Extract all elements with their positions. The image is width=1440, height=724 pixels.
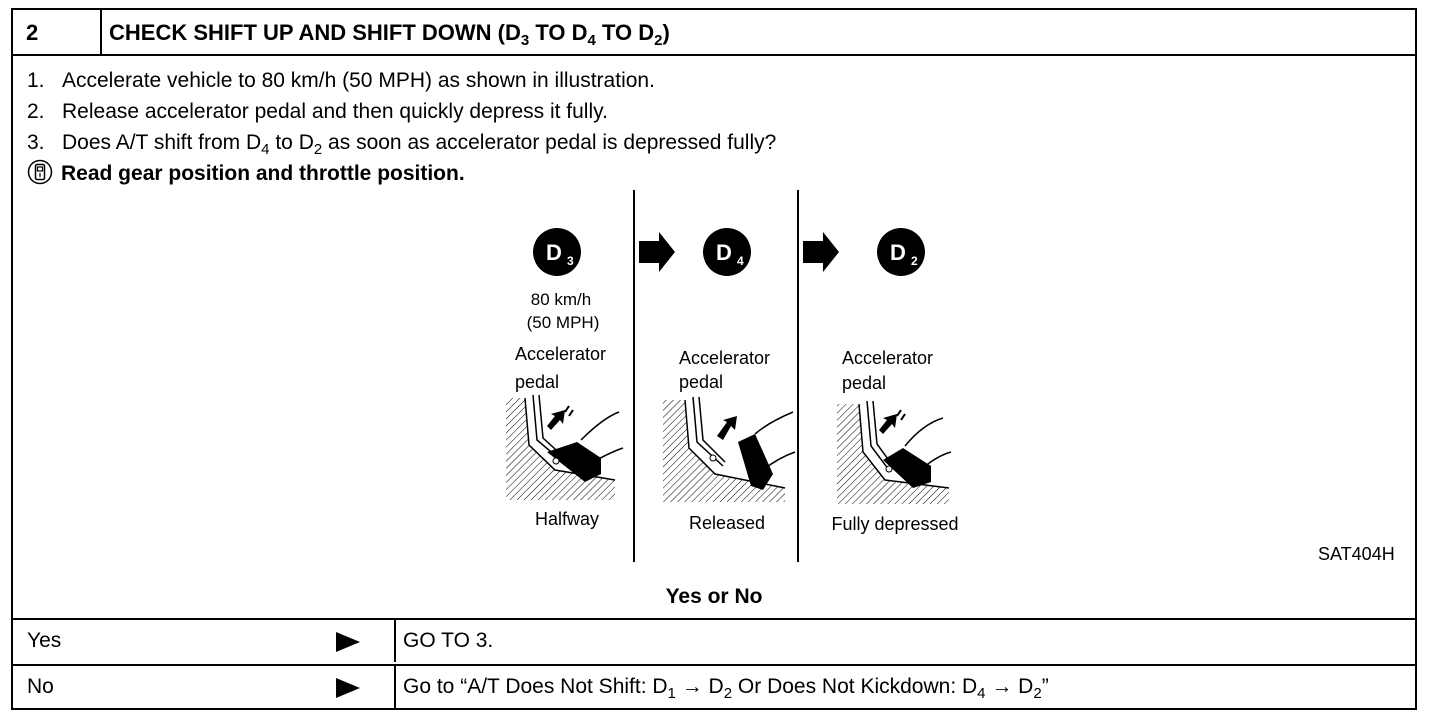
- column-divider: [394, 666, 396, 708]
- consult-monitor-icon: [27, 159, 53, 185]
- speed-label: (50 MPH): [527, 313, 600, 332]
- svg-text:D: D: [546, 240, 562, 265]
- state-label: Halfway: [535, 509, 599, 529]
- answer-row-yes: Yes GO TO 3.: [13, 618, 1415, 662]
- diagnostic-procedure-table: 2 CHECK SHIFT UP AND SHIFT DOWN (D3 TO D…: [11, 8, 1417, 710]
- svg-text:D: D: [716, 240, 732, 265]
- gear-d3-badge: D 3: [533, 228, 581, 276]
- pedal-label: pedal: [679, 372, 723, 392]
- step-2: 2.Release accelerator pedal and then qui…: [27, 100, 608, 123]
- right-arrow-icon: [803, 232, 839, 272]
- svg-text:3: 3: [567, 254, 574, 268]
- pedal-fully-depressed-drawing: [837, 400, 952, 504]
- note-line: Read gear position and throttle position…: [27, 158, 776, 189]
- procedure-steps: 1.Accelerate vehicle to 80 km/h (50 MPH)…: [27, 65, 776, 189]
- pedal-label: Accelerator: [515, 344, 606, 364]
- figure-code: SAT404H: [1318, 544, 1395, 564]
- svg-text:D: D: [890, 240, 906, 265]
- answer-yes-action: GO TO 3.: [403, 629, 494, 652]
- pedal-label: Accelerator: [842, 348, 933, 368]
- step-number: 2: [13, 10, 102, 54]
- answer-yes-label: Yes: [27, 629, 62, 652]
- triangle-pointer-icon: [336, 632, 360, 652]
- svg-text:4: 4: [737, 254, 744, 268]
- state-label: Fully depressed: [831, 514, 958, 534]
- right-arrow-icon: [639, 232, 675, 272]
- step-title: CHECK SHIFT UP AND SHIFT DOWN (D3 TO D4 …: [109, 20, 670, 49]
- step-3: 3.Does A/T shift from D4 to D2 as soon a…: [27, 131, 777, 158]
- question-label: Yes or No: [665, 585, 763, 608]
- step-1: 1.Accelerate vehicle to 80 km/h (50 MPH)…: [27, 69, 655, 92]
- gear-d4-badge: D 4: [703, 228, 751, 276]
- header-row: 2 CHECK SHIFT UP AND SHIFT DOWN (D3 TO D…: [13, 10, 1415, 56]
- pedal-released-drawing: [663, 396, 796, 502]
- svg-text:2: 2: [911, 254, 918, 268]
- pedal-label: pedal: [842, 373, 886, 393]
- answer-no-action: Go to “A/T Does Not Shift: D1 → D2 Or Do…: [403, 675, 1049, 702]
- shift-illustration: D 3 D 4 D 2 80 km/h (50 MPH) Accelerator…: [506, 190, 959, 562]
- triangle-pointer-icon: [336, 678, 360, 698]
- speed-label: 80 km/h: [531, 290, 591, 309]
- answer-row-no: No Go to “A/T Does Not Shift: D1 → D2 Or…: [13, 664, 1415, 708]
- gear-d2-badge: D 2: [877, 228, 925, 276]
- state-label: Released: [689, 513, 765, 533]
- pedal-label: pedal: [515, 372, 559, 392]
- answer-no-label: No: [27, 675, 54, 698]
- column-divider: [394, 620, 396, 662]
- pedal-halfway-drawing: [506, 394, 624, 500]
- pedal-label: Accelerator: [679, 348, 770, 368]
